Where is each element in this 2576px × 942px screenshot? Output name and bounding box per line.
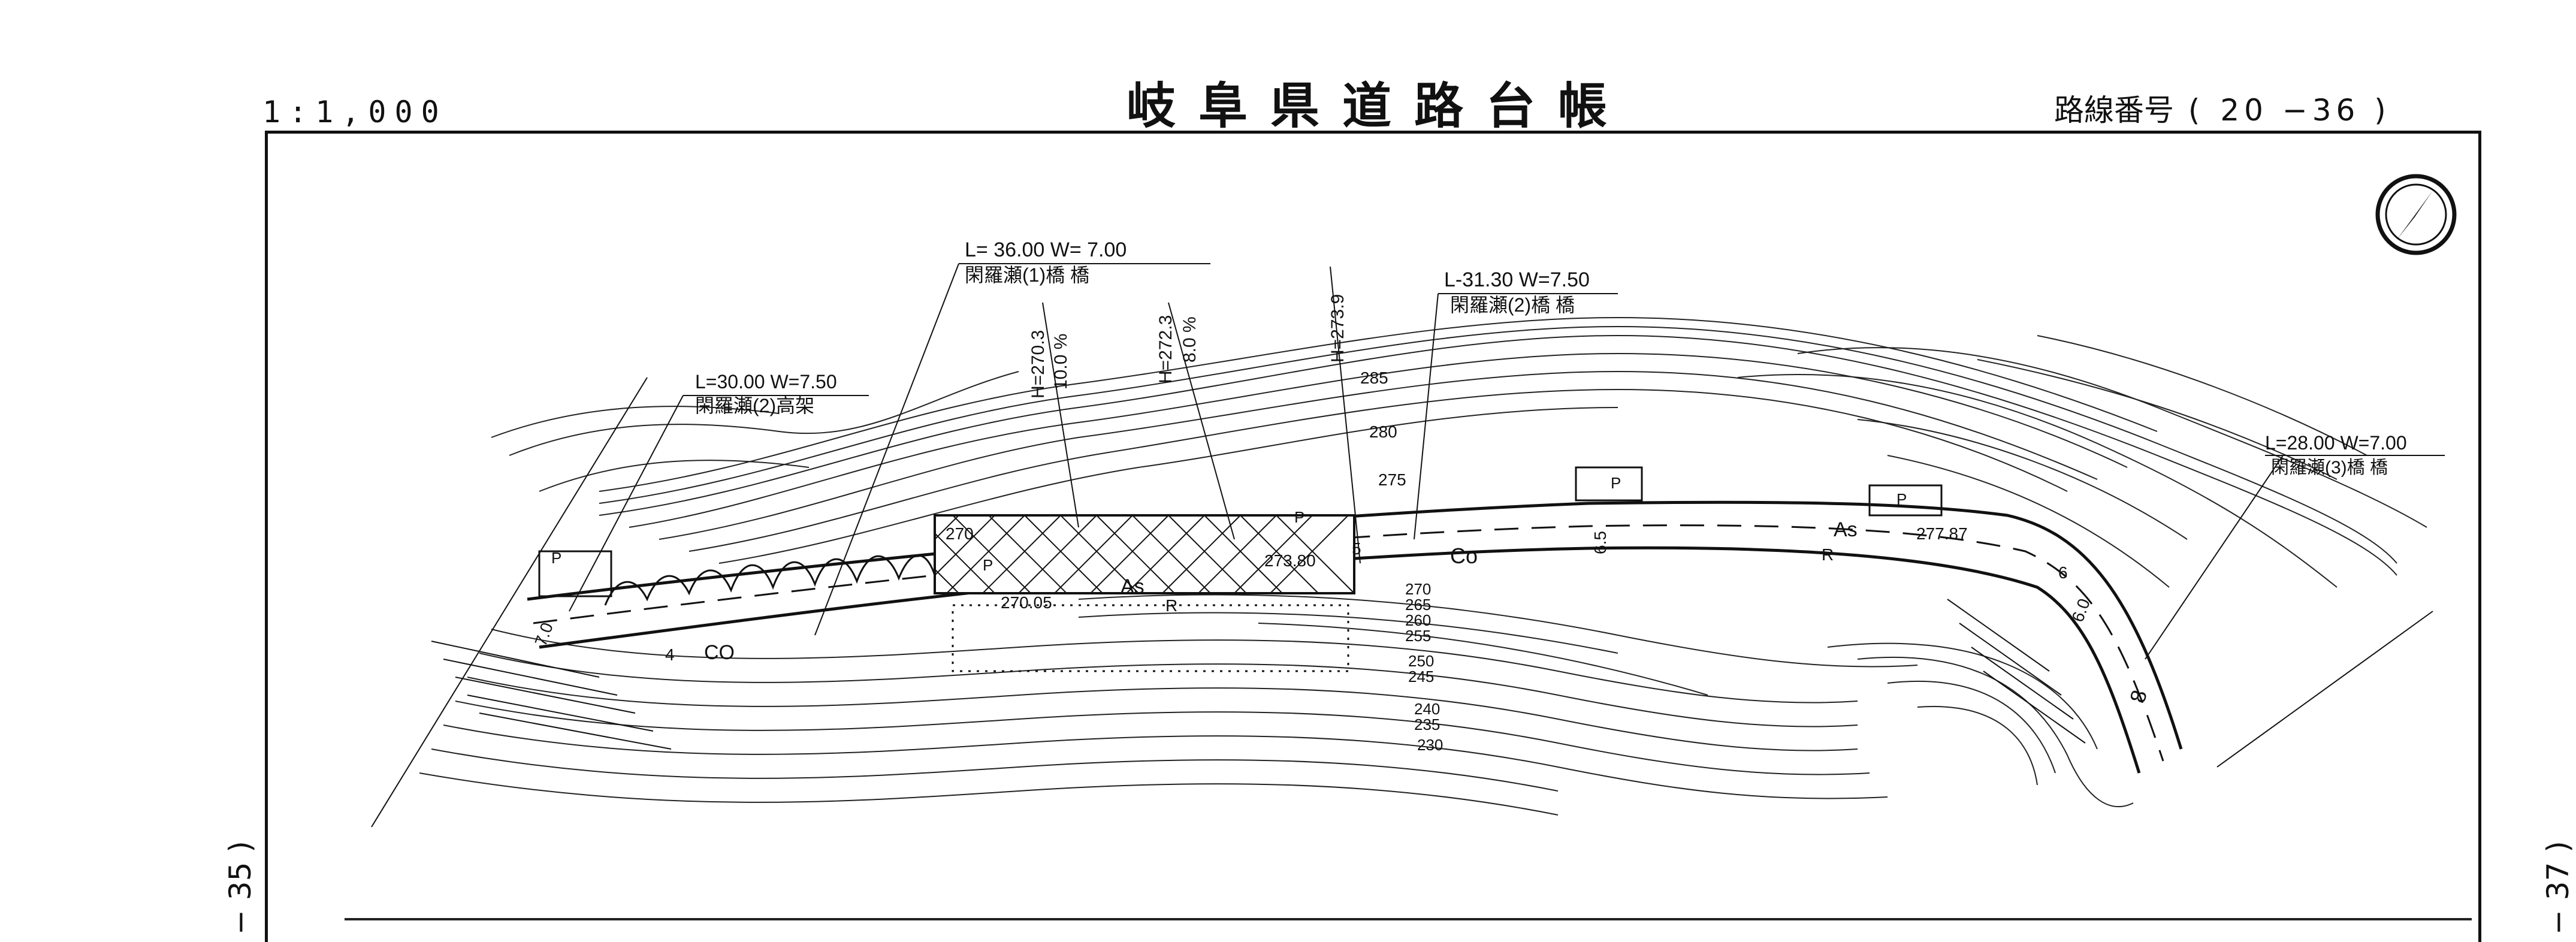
- surface-r: R: [1165, 596, 1177, 615]
- contour-labels: 285 280 275 270 270 265 260 255 250 245 …: [946, 369, 1443, 754]
- contour-label: 275: [1378, 470, 1406, 489]
- height-2: H=272.3: [1156, 315, 1176, 384]
- slope-hatching: [431, 599, 2086, 750]
- contour-label: 260: [1405, 611, 1431, 629]
- bridge-2-name: 閑羅瀬(2)橋 橋: [1450, 294, 1575, 316]
- route-number-label: 路線番号 ( 20 −36 ): [2054, 86, 2386, 129]
- contour-label: 230: [1417, 736, 1443, 754]
- bridge-1-dims: L= 36.00 W= 7.00: [965, 238, 1127, 261]
- spot-elevation-2: 273.80: [1264, 551, 1316, 570]
- map-scale: 1:1,000: [262, 95, 448, 129]
- north-arrow-icon: [2375, 174, 2457, 255]
- width-5: 5: [1352, 539, 1361, 558]
- height-1: H=270.3: [1028, 330, 1048, 398]
- spot-elevation-3: 277.87: [1916, 524, 1968, 543]
- elevated-dims: L=30.00 W=7.50: [695, 371, 837, 393]
- route-number: 20 −36: [2220, 93, 2360, 128]
- page-title: 岐阜県道路台帳: [1127, 78, 1630, 135]
- bridge-3-name: 閑羅瀬(3)橋 橋: [2271, 458, 2388, 478]
- contour-lines: [419, 316, 2427, 816]
- contour-label: 255: [1405, 627, 1431, 645]
- contour-label: 270: [946, 524, 974, 543]
- parking-1: P: [551, 549, 561, 567]
- contour-label: 285: [1360, 369, 1388, 387]
- bridge-decks: [538, 466, 1943, 672]
- retaining-wall: [604, 554, 936, 606]
- leader-lines: [371, 263, 2445, 828]
- contour-label: 280: [1369, 422, 1397, 441]
- route-label: 路線番号: [2054, 93, 2174, 128]
- surface-co: Co: [1450, 544, 1478, 568]
- parking-3: P: [1294, 508, 1304, 526]
- bottom-rule: [345, 918, 2472, 920]
- route-paren-open: (: [2188, 93, 2200, 128]
- parking-2: P: [983, 556, 993, 574]
- route-paren-close: ): [2374, 93, 2386, 128]
- grade-2: 8.0 %: [1180, 316, 1200, 363]
- width-6: 6: [2058, 563, 2068, 582]
- surface-r-2: R: [1822, 545, 1834, 564]
- spot-elevation-1: 270.05: [1001, 593, 1052, 612]
- bridge-3-dims: L=28.00 W=7.00: [2265, 432, 2407, 454]
- height-3: H=273.9: [1328, 294, 1348, 363]
- contour-label: 250: [1408, 652, 1434, 670]
- contour-label: 245: [1408, 668, 1434, 686]
- elevated-name: 閑羅瀬(2)高架: [695, 395, 814, 416]
- map-frame: [265, 131, 2481, 942]
- bridge-1-name: 閑羅瀬(1)橋 橋: [965, 264, 1089, 286]
- contour-label: 265: [1405, 596, 1431, 614]
- parking-5: P: [1896, 490, 1907, 508]
- bridge-2-dims: L-31.30 W=7.50: [1444, 268, 1590, 291]
- grade-1: 10.0 %: [1051, 334, 1071, 390]
- width-65: 6.5: [1591, 531, 1609, 554]
- surface-as: As: [1121, 575, 1144, 598]
- surface-co-left: CO: [704, 641, 735, 664]
- road-centerline: [533, 524, 2164, 762]
- contour-label: 270: [1405, 580, 1431, 598]
- parking-4: P: [1611, 474, 1621, 492]
- contour-label: 235: [1414, 715, 1440, 733]
- surface-as-2: As: [1834, 518, 1858, 541]
- width-4: 4: [665, 645, 675, 664]
- contour-label: 240: [1414, 700, 1440, 718]
